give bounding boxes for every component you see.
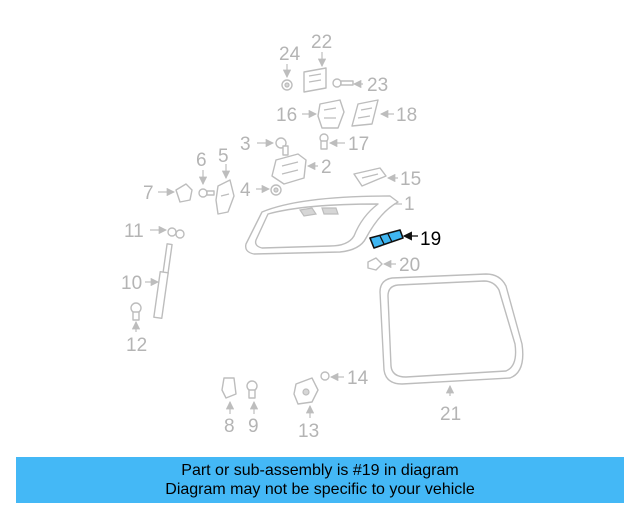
part-14: [320, 371, 344, 382]
banner-line-1: Part or sub-assembly is #19 in diagram: [181, 462, 459, 479]
part-20: [367, 257, 396, 271]
callout-1: 1: [404, 194, 415, 215]
callout-24: 24: [279, 44, 301, 65]
part-17: [319, 133, 345, 150]
info-banner: Part or sub-assembly is #19 in diagram D…: [16, 457, 624, 503]
part-16: [302, 99, 345, 129]
callout-12: 12: [126, 335, 147, 356]
callout-14: 14: [347, 368, 369, 389]
part-24: [281, 64, 293, 91]
part-7: [158, 183, 193, 203]
part-8: [221, 377, 237, 414]
part-15: [353, 167, 398, 187]
part-23: [332, 78, 363, 89]
callout-15: 15: [400, 169, 421, 190]
part-5: [215, 164, 235, 215]
part-13: [293, 377, 319, 418]
callout-6: 6: [196, 150, 207, 171]
part-6: [198, 170, 215, 198]
part-1: [244, 195, 402, 255]
part-18: [351, 99, 394, 127]
part-21: [379, 273, 524, 396]
callout-7: 7: [143, 183, 154, 204]
part-10: [145, 243, 173, 320]
part-9: [246, 380, 259, 414]
callout-17: 17: [348, 134, 369, 155]
callout-10: 10: [121, 273, 142, 294]
part-19-highlighted: [369, 229, 418, 249]
callout-16: 16: [276, 105, 297, 126]
parts-diagram: 24 22 23 16 18 17 3: [121, 32, 524, 442]
callout-5: 5: [218, 146, 229, 167]
part-11: [150, 225, 185, 239]
callout-21: 21: [440, 404, 461, 425]
part-2: [271, 153, 318, 185]
banner-line-2: Diagram may not be specific to your vehi…: [165, 481, 475, 498]
part-12: [130, 302, 142, 332]
callout-4: 4: [240, 180, 251, 201]
part-3: [257, 137, 289, 156]
callout-13: 13: [298, 421, 319, 442]
callout-22: 22: [311, 32, 332, 53]
callout-20: 20: [399, 255, 420, 276]
callout-23: 23: [367, 75, 388, 96]
callout-11: 11: [124, 221, 144, 242]
callout-9: 9: [248, 416, 259, 437]
part-22: [303, 52, 327, 93]
callout-19: 19: [420, 229, 441, 250]
callout-2: 2: [321, 157, 332, 178]
callout-8: 8: [224, 416, 235, 437]
part-4: [256, 184, 282, 196]
callout-3: 3: [240, 134, 251, 155]
callout-18: 18: [396, 105, 417, 126]
